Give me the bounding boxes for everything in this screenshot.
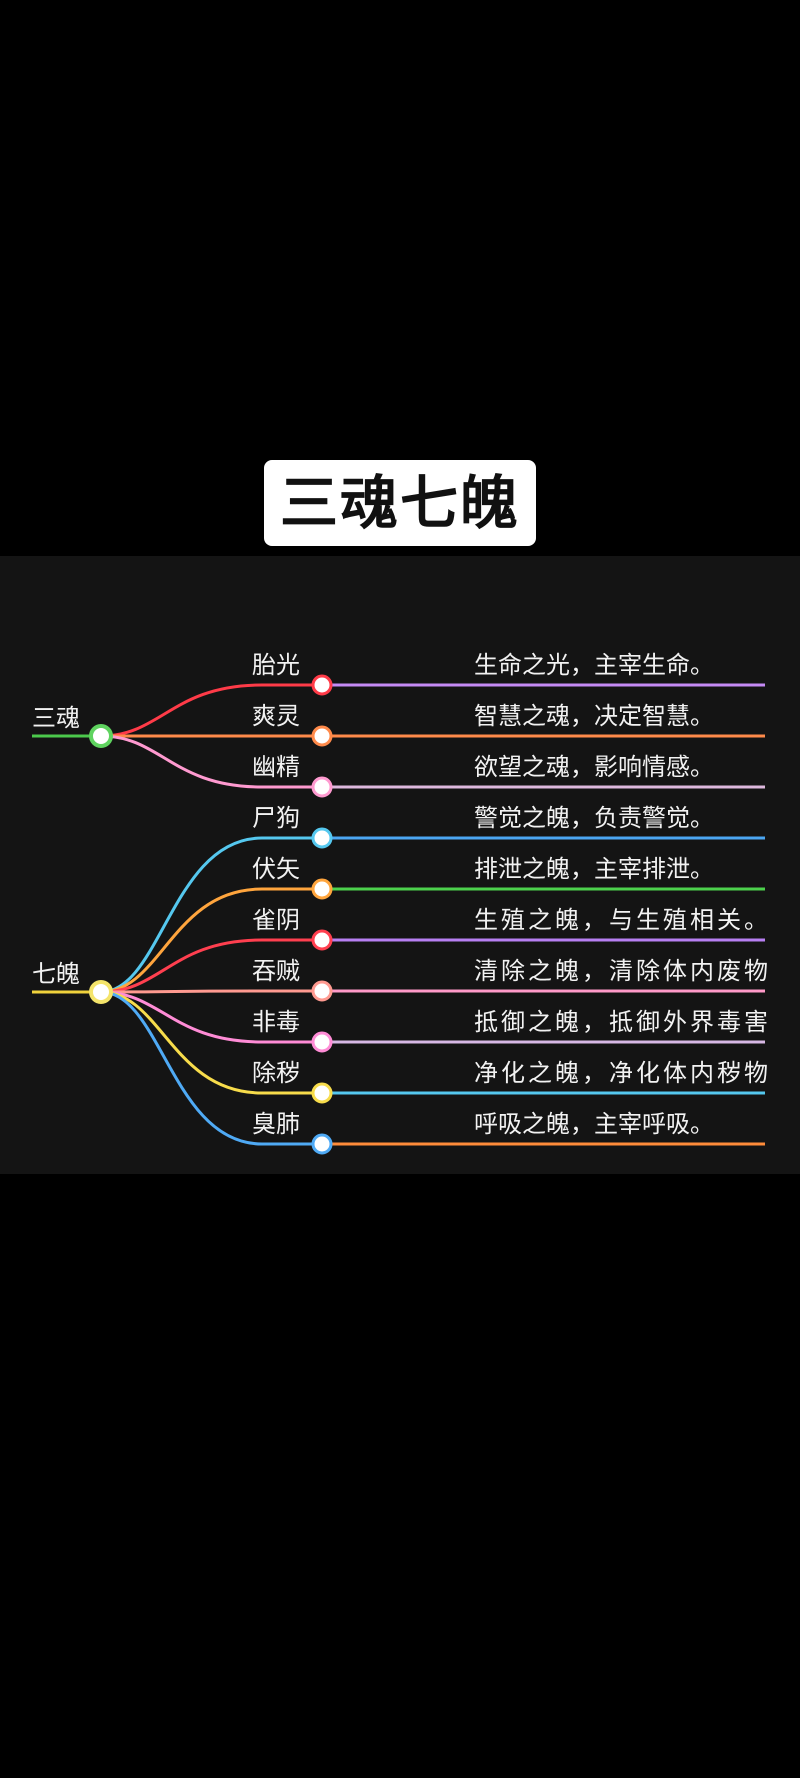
leaf-description: 欲望之魂，影响情感。 [474,753,714,781]
branch-curve [100,989,322,994]
leaf-description: 排泄之魄，主宰排泄。 [474,855,714,883]
leaf-description: 清除之魄，清除体内废物 [474,957,768,985]
leaf-node-circle [311,725,333,747]
leaf-node-circle [311,1133,333,1155]
leaf-description: 净化之魄，净化体内秽物 [474,1059,768,1087]
root-node-circle [89,724,113,748]
leaf-description: 呼吸之魄，主宰呼吸。 [474,1110,714,1138]
leaf-description: 生殖之魄，与生殖相关。 [474,906,768,934]
branch-curve [100,990,322,1146]
branch-curve [100,683,322,738]
leaf-name: 尸狗 [252,804,300,832]
branch-curve [100,836,322,994]
leaf-name: 雀阴 [252,906,300,934]
leaf-node-circle [311,827,333,849]
branch-curve [100,734,322,789]
leaf-node-circle [311,674,333,696]
leaf-node-circle [311,980,333,1002]
branch-curve [100,887,322,994]
leaf-name: 爽灵 [252,702,300,730]
branch-curve [100,990,322,1095]
leaf-name: 吞贼 [252,957,300,985]
leaf-name: 幽精 [252,753,300,781]
leaf-name: 除秽 [252,1059,300,1087]
leaf-name: 非毒 [252,1008,300,1036]
root-label: 三魂 [32,704,80,732]
leaf-node-circle [311,1082,333,1104]
leaf-description: 警觉之魄，负责警觉。 [474,804,714,832]
leaf-node-circle [311,776,333,798]
leaf-name: 胎光 [252,651,300,679]
leaf-node-circle [311,878,333,900]
root-node-circle [89,980,113,1004]
leaf-name: 臭肺 [252,1110,300,1138]
mind-map-diagram: 三魂 胎光 生命之光，主宰生命。爽灵 智慧之魂，决定智慧。幽精 欲望之魂，影响情感。七魄… [32,651,768,1155]
leaf-description: 抵御之魄，抵御外界毒害 [474,1008,768,1036]
branch-curve [100,990,322,1044]
leaf-node-circle [311,929,333,951]
diagram-panel [0,556,800,1174]
leaf-node-circle [311,1031,333,1053]
title-banner: 三魂七魄 [264,460,536,546]
leaf-name: 伏矢 [252,855,300,883]
branch-curve [100,938,322,994]
leaf-description: 生命之光，主宰生命。 [474,651,714,679]
page-title: 三魂七魄 [279,469,520,537]
leaf-description: 智慧之魂，决定智慧。 [474,702,714,730]
root-label: 七魄 [32,960,80,988]
